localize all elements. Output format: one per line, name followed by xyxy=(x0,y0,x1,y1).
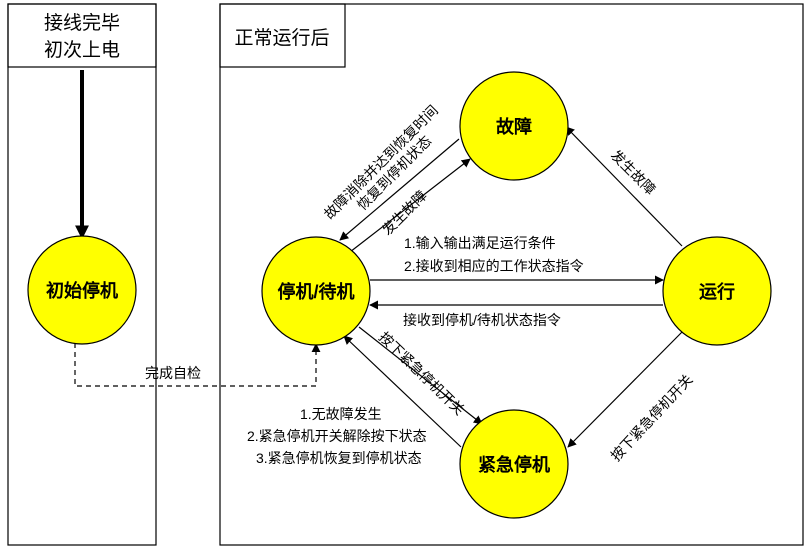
running-to-emergency-label: 按下紧急停机开关 xyxy=(607,371,695,464)
nodes: 初始停机 停机/待机 故障 运行 紧急停机 xyxy=(27,71,772,519)
standby-to-fault-arrow xyxy=(349,158,471,253)
emergency-to-standby-label-line2: 2.紧急停机开关解除按下状态 xyxy=(247,428,427,444)
right-panel-title-box xyxy=(219,3,346,68)
standby-to-emergency-label: 按下紧急停机开关 xyxy=(376,329,468,418)
node-standby: 停机/待机 xyxy=(261,236,371,346)
left-panel: 接线完毕 初次上电 xyxy=(7,3,157,546)
edge-labels: 完成自检 1.输入输出满足运行条件 2.接收到相应的工作状态指令 接收到停机/待… xyxy=(145,102,696,466)
self-check-label: 完成自检 xyxy=(145,365,201,381)
node-initial-stop-circle xyxy=(27,235,137,345)
node-emergency-stop-circle xyxy=(459,409,569,519)
node-running: 运行 xyxy=(662,236,772,346)
edges xyxy=(74,70,684,448)
fault-to-standby-arrow xyxy=(339,138,460,241)
standby-to-emergency-arrow xyxy=(358,326,483,425)
node-standby-circle xyxy=(261,236,371,346)
node-fault: 故障 xyxy=(459,71,569,181)
node-running-label: 运行 xyxy=(699,281,735,302)
left-panel-title-line2: 初次上电 xyxy=(44,39,120,61)
left-panel-title-box xyxy=(7,3,157,68)
running-to-standby-label: 接收到停机/待机状态指令 xyxy=(403,312,561,328)
emergency-to-standby-label-line3: 3.紧急停机恢复到停机状态 xyxy=(256,450,422,466)
running-to-emergency-arrow xyxy=(567,330,684,448)
node-initial-stop-label: 初始停机 xyxy=(46,280,118,301)
running-to-fault-label: 发生故障 xyxy=(608,147,659,198)
standby-to-running-label-line2: 2.接收到相应的工作状态指令 xyxy=(404,258,584,274)
node-running-circle xyxy=(662,236,772,346)
node-standby-label: 停机/待机 xyxy=(277,281,354,302)
node-initial-stop: 初始停机 xyxy=(27,235,137,345)
right-panel-border xyxy=(219,3,804,546)
node-emergency-stop: 紧急停机 xyxy=(459,409,569,519)
right-panel: 正常运行后 xyxy=(219,3,804,546)
self-check-arrow xyxy=(74,343,321,387)
emergency-to-standby-label-line1: 1.无故障发生 xyxy=(300,406,382,422)
emergency-to-standby-arrow xyxy=(343,335,462,448)
standby-to-fault-label: 发生故障 xyxy=(379,187,430,238)
node-fault-circle xyxy=(459,71,569,181)
node-emergency-stop-label: 紧急停机 xyxy=(478,454,550,475)
standby-to-running-label-line1: 1.输入输出满足运行条件 xyxy=(404,235,556,251)
node-fault-label: 故障 xyxy=(496,116,532,137)
left-panel-title-line1: 接线完毕 xyxy=(44,12,120,34)
running-to-fault-arrow xyxy=(565,126,683,247)
right-panel-title: 正常运行后 xyxy=(234,27,329,49)
